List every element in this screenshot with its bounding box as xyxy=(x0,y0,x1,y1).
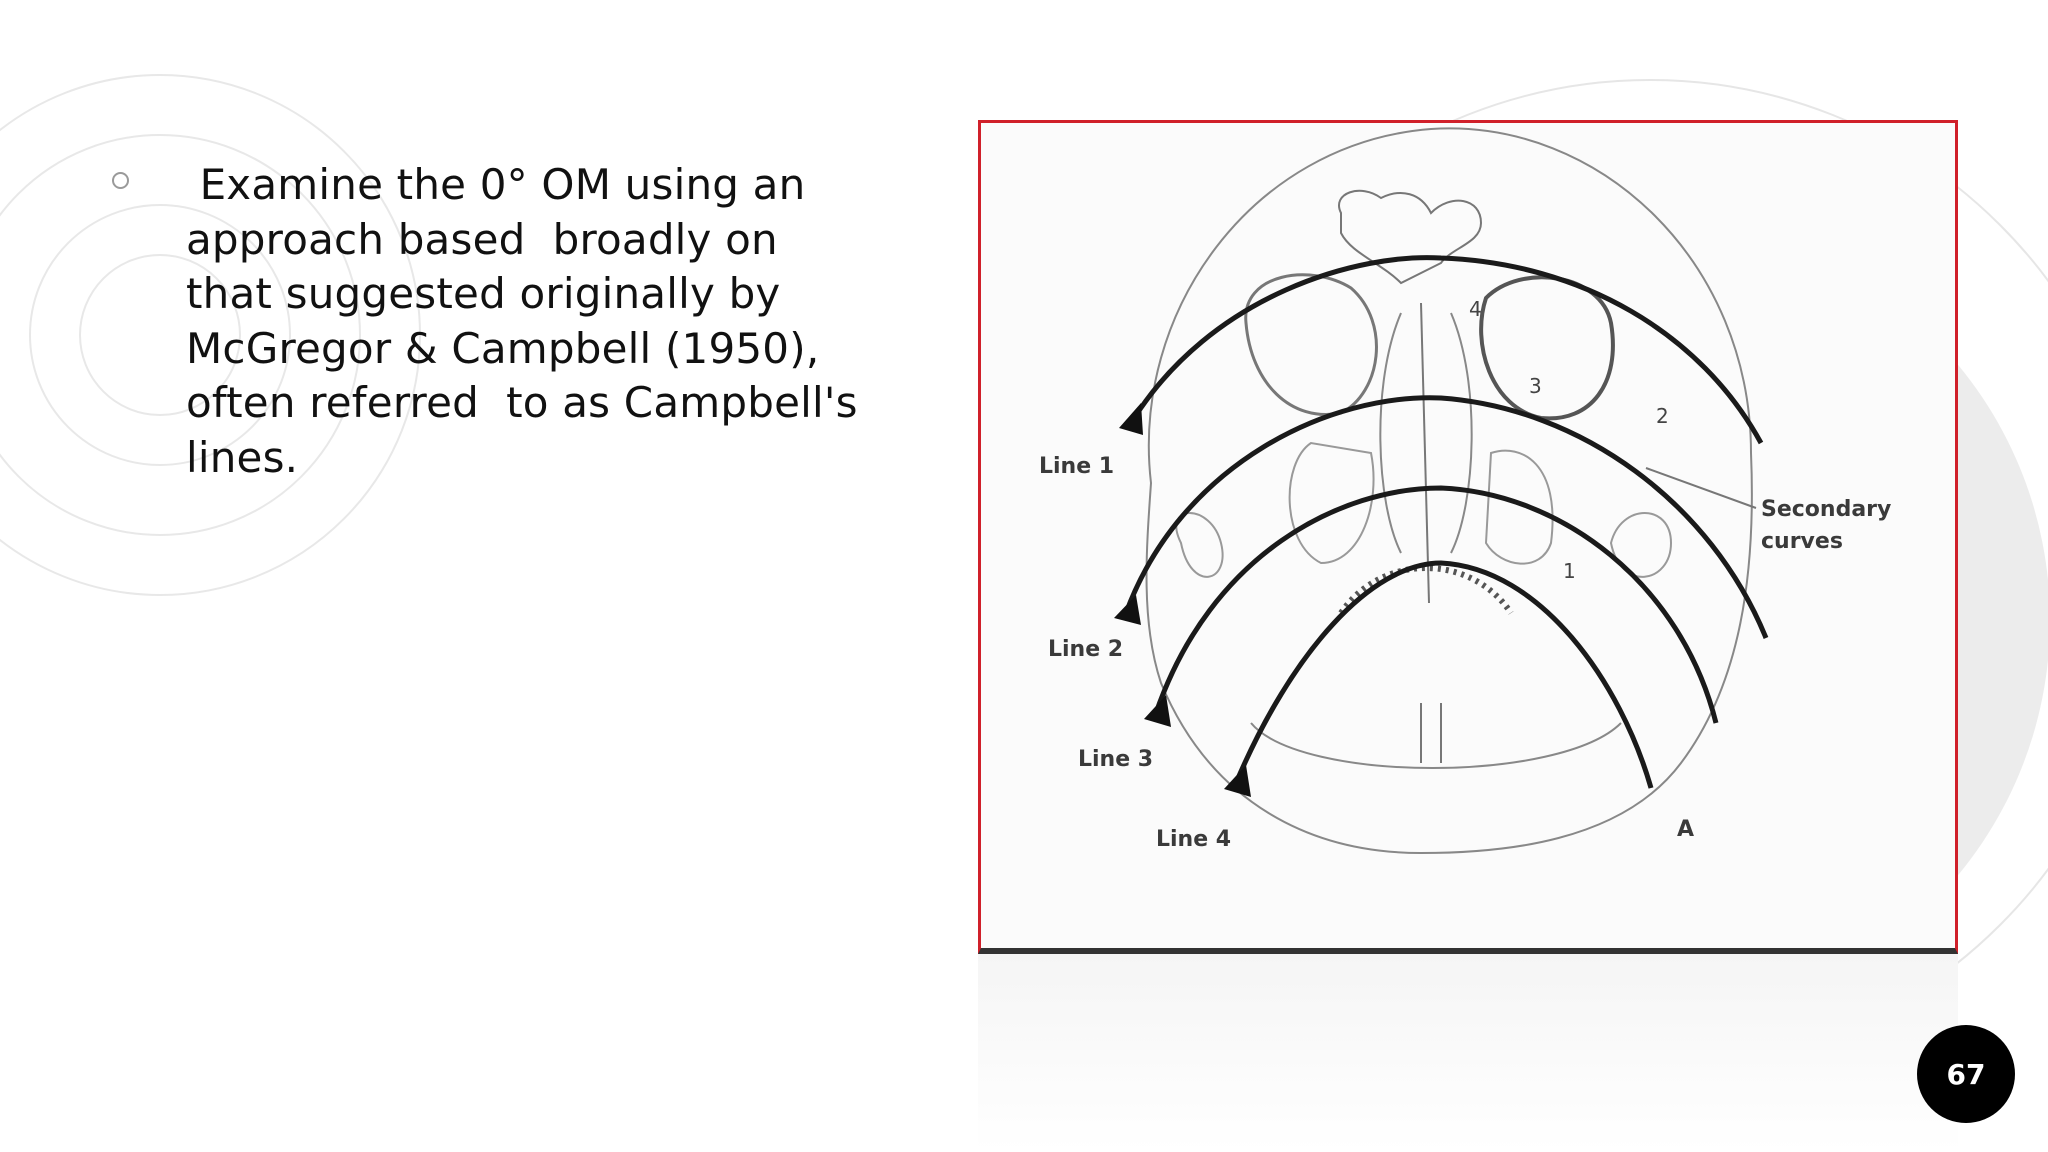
curve-number-2: 2 xyxy=(1656,404,1669,428)
bullet-item: Examine the 0° OM using an approach base… xyxy=(110,158,910,485)
decor-ring xyxy=(0,74,421,596)
label-secondary: Secondary xyxy=(1761,497,1891,522)
figure-lower-area xyxy=(978,954,1958,1152)
frontal-sinus xyxy=(1338,189,1483,285)
upper-teeth-arch xyxy=(1338,565,1514,615)
bullet-text: Examine the 0° OM using an approach base… xyxy=(186,160,858,482)
nasal-cavity xyxy=(1379,312,1473,554)
label-line-3: Line 3 xyxy=(1078,747,1153,772)
page-number-badge: 67 xyxy=(1917,1025,2015,1123)
right-orbit xyxy=(1479,275,1615,421)
secondary-curves-leader xyxy=(1645,467,1757,509)
skull-outline xyxy=(1145,127,1753,855)
curve-number-4: 4 xyxy=(1469,297,1482,321)
curve-number-3: 3 xyxy=(1529,374,1542,398)
nasal-septum xyxy=(1420,302,1430,604)
label-point-a: A xyxy=(1677,817,1694,842)
left-orbit xyxy=(1244,273,1378,416)
arrowhead-line-4 xyxy=(1224,765,1251,797)
decor-ring xyxy=(79,254,241,416)
campbell-line-3 xyxy=(1153,485,1719,724)
left-zygomatic-arch xyxy=(1175,512,1224,578)
left-maxillary-sinus xyxy=(1288,441,1375,565)
campbell-line-1 xyxy=(1128,255,1764,445)
campbell-line-2 xyxy=(1123,395,1769,639)
right-zygomatic-arch xyxy=(1609,512,1673,578)
campbell-line-4 xyxy=(1233,560,1654,789)
label-line-2: Line 2 xyxy=(1048,637,1123,662)
curve-number-1: 1 xyxy=(1563,559,1576,583)
campbell-lines-figure: Line 1 Line 2 Line 3 Line 4 Secondary cu… xyxy=(978,120,1958,954)
right-maxillary-sinus xyxy=(1484,449,1554,565)
arrowhead-line-3 xyxy=(1144,695,1171,727)
decor-ring xyxy=(0,134,361,536)
arrowhead-line-2 xyxy=(1114,595,1141,625)
skull-diagram: Line 1 Line 2 Line 3 Line 4 Secondary cu… xyxy=(1039,127,1891,855)
arrowhead-line-1 xyxy=(1119,403,1143,435)
cervical-spine xyxy=(1420,703,1442,763)
decor-ring xyxy=(29,204,291,466)
label-curves: curves xyxy=(1761,529,1843,554)
label-line-4: Line 4 xyxy=(1156,827,1231,852)
label-line-1: Line 1 xyxy=(1039,454,1114,479)
mandible-outline xyxy=(1250,722,1622,769)
bullet-circle-icon xyxy=(112,172,129,189)
